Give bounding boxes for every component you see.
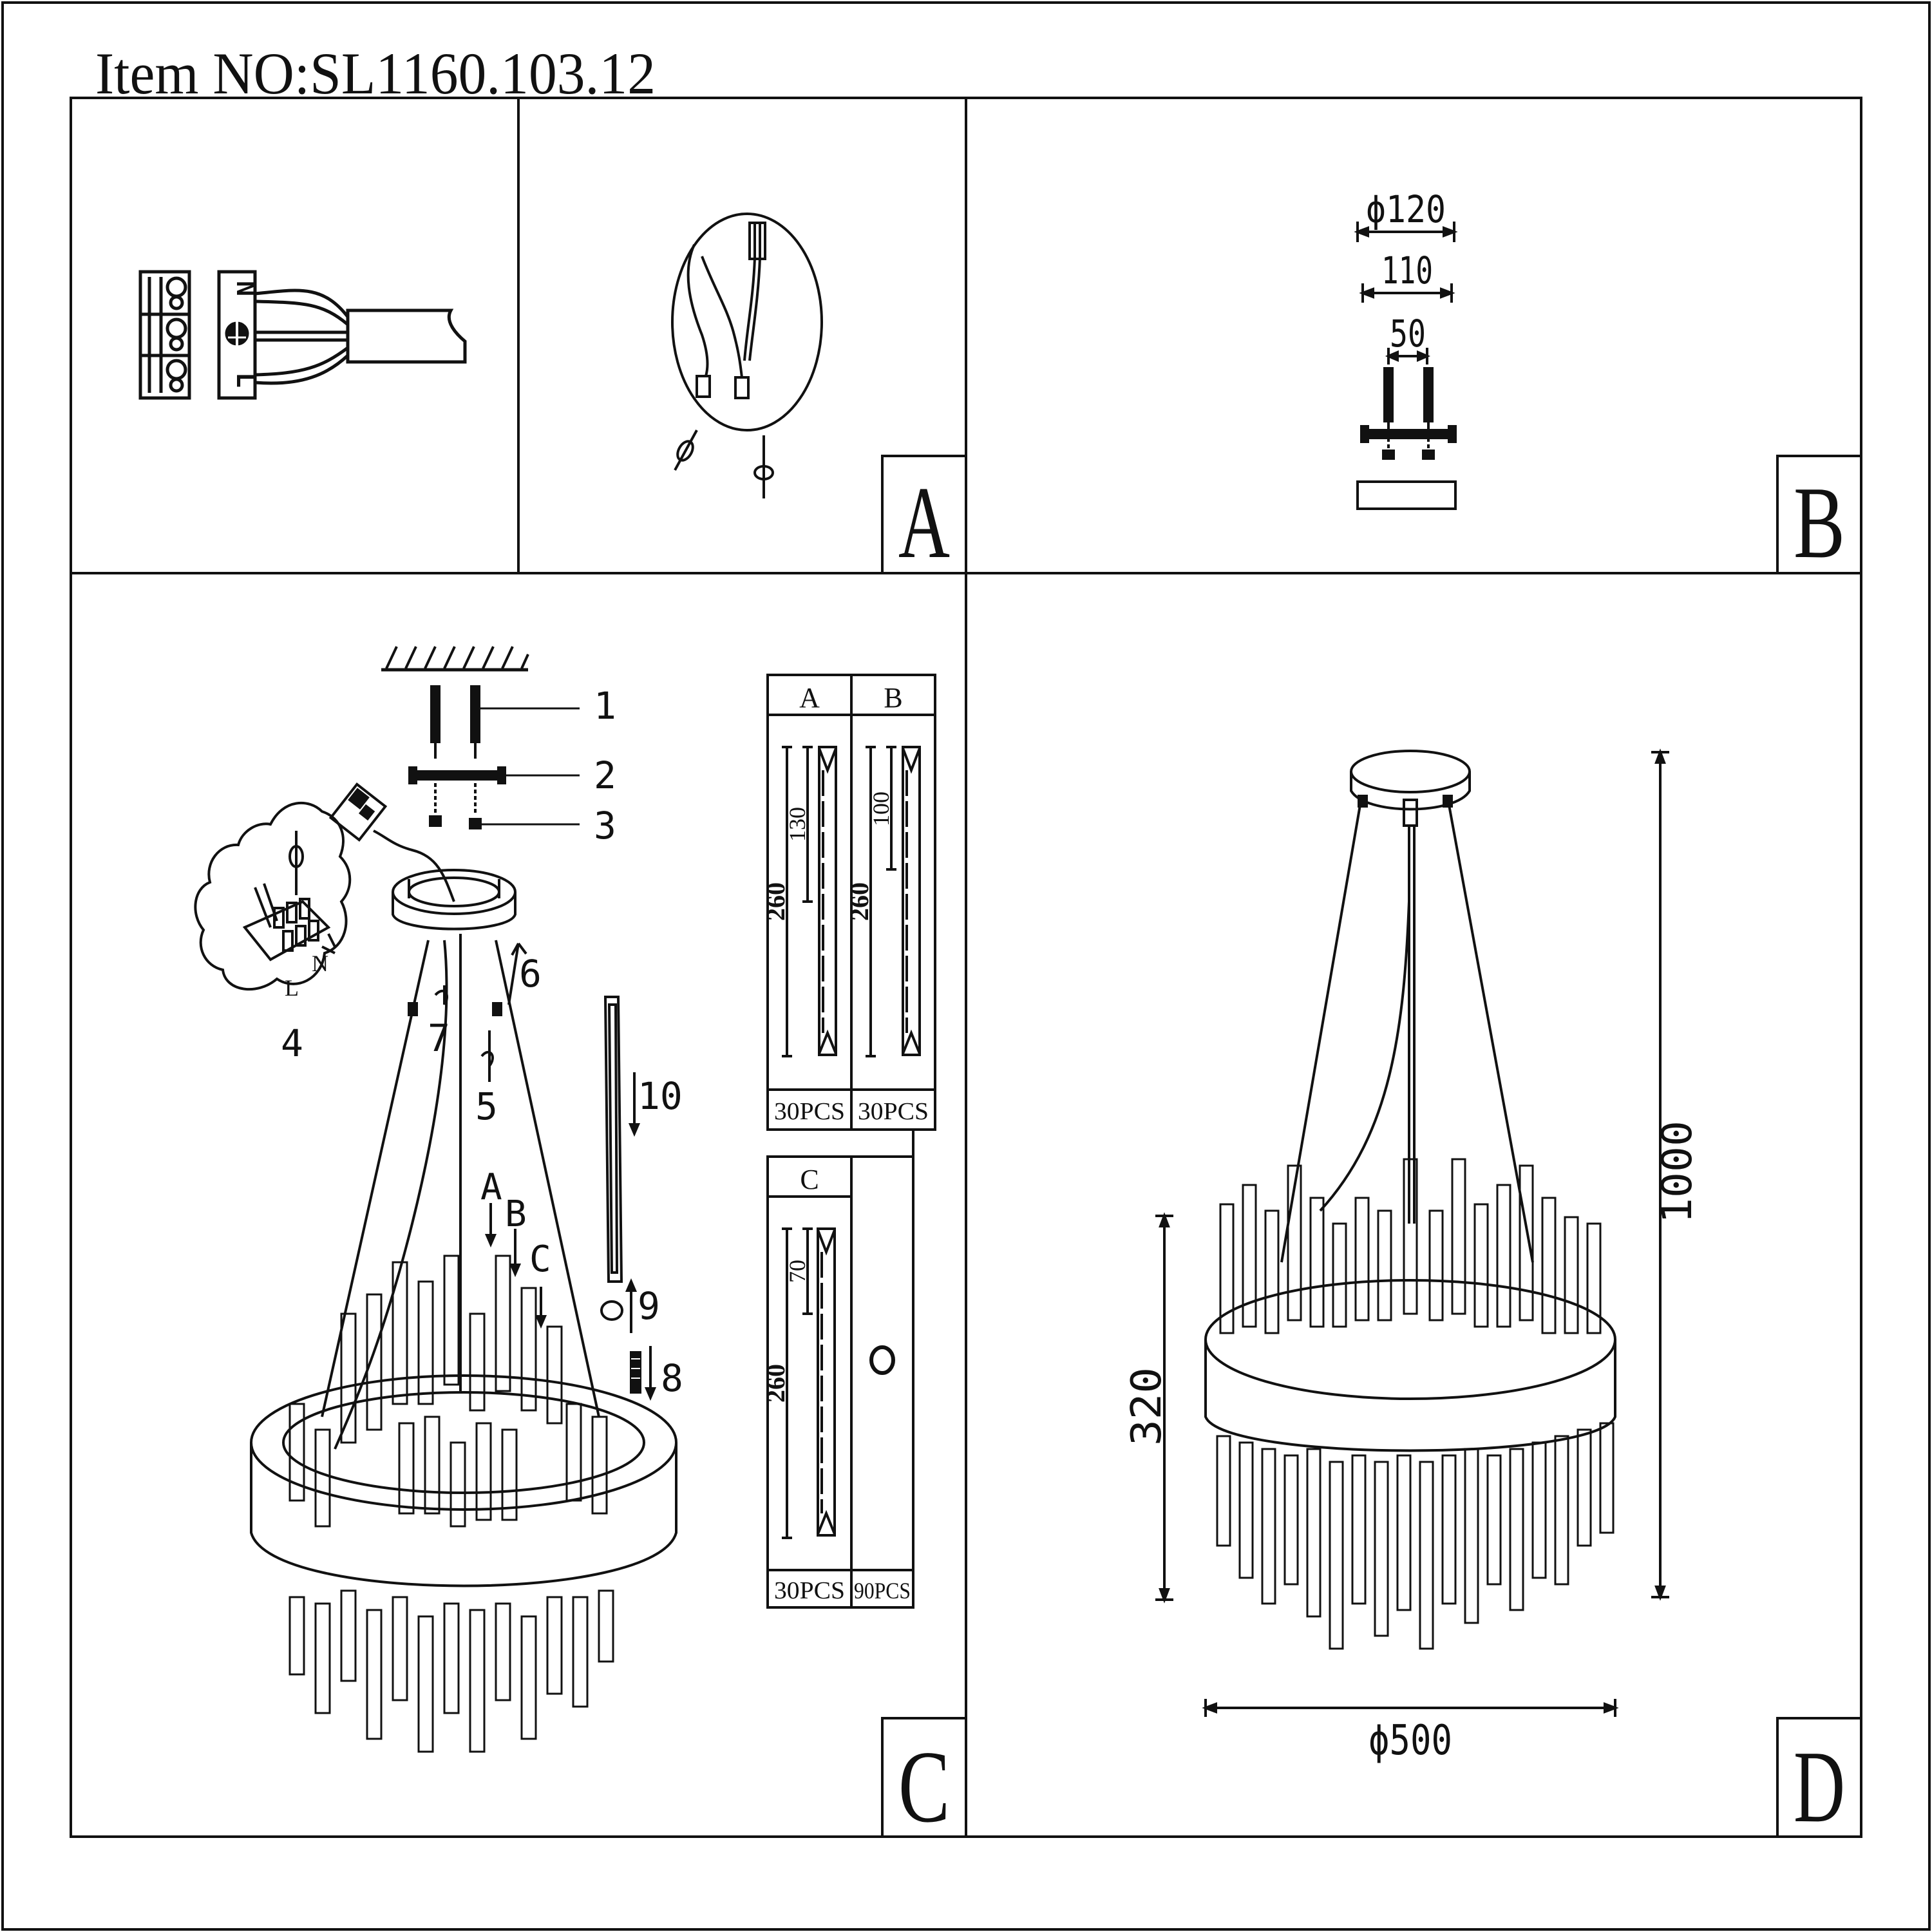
terminal-block-diagram (138, 270, 467, 400)
dim-inner-width: 50 (1390, 312, 1426, 355)
exploded-assembly-diagram (194, 646, 677, 1753)
dim-outer-diameter: ϕ120 (1366, 187, 1446, 231)
crystals-upper (1219, 1158, 1602, 1334)
upper-crystals (289, 1255, 608, 1528)
callout-2: 2 (594, 753, 616, 797)
table-b-long: 260 (845, 882, 874, 921)
panel-letter-a: A (898, 465, 950, 580)
terminal-block-icon (242, 898, 336, 961)
callout-1: 1 (594, 684, 616, 728)
crystal-spec-table (766, 674, 936, 1609)
callout-6: 6 (519, 952, 542, 996)
dim-mid-width: 110 (1381, 249, 1433, 292)
crystal-label-c: C (529, 1238, 551, 1280)
connector-cap-icon (674, 430, 698, 471)
table-a-long: 260 (761, 882, 790, 921)
assembled-fixture-diagram (1155, 748, 1669, 1717)
callout-10: 10 (638, 1074, 683, 1118)
callout-5: 5 (475, 1084, 498, 1128)
panel-letter-b: B (1794, 465, 1845, 580)
table-ring-qty: 90PCS (854, 1578, 911, 1604)
wiring-label-n: N (231, 281, 260, 296)
panel-grid (70, 97, 1862, 1838)
terminal-screws (147, 276, 187, 393)
connector-cap-icon (753, 435, 774, 498)
table-b-short: 100 (868, 791, 894, 826)
callout-9: 9 (638, 1284, 660, 1328)
crystal-label-a: A (480, 1166, 502, 1208)
wire-connector-detail (671, 213, 823, 498)
table-a-qty: 30PCS (774, 1098, 845, 1125)
table-head-c: C (800, 1164, 819, 1195)
earth-ground-icon (225, 321, 249, 348)
wiring-label-l: L (231, 372, 260, 388)
mounting-bracket-diagram (1354, 222, 1458, 510)
callout-8: 8 (661, 1356, 683, 1400)
lower-crystals (289, 1589, 614, 1753)
table-c-qty: 30PCS (774, 1577, 845, 1604)
inset-label-l: L (285, 975, 299, 1001)
table-a-short: 130 (784, 807, 810, 842)
panel-letter-c: C (898, 1729, 950, 1844)
callout-4: 4 (281, 1021, 303, 1065)
crystal-label-b: B (505, 1193, 527, 1235)
table-b-qty: 30PCS (858, 1098, 929, 1125)
callout-7: 7 (428, 1016, 450, 1060)
table-c-short: 70 (784, 1260, 810, 1283)
dim-overall-diameter: ϕ500 (1368, 1717, 1452, 1765)
crystals-lower (1216, 1422, 1615, 1650)
inset-label-n: N (312, 951, 328, 976)
callout-3: 3 (594, 804, 616, 848)
panel-letter-d: D (1794, 1729, 1845, 1844)
table-head-b: B (884, 682, 902, 714)
item-number-title: Item NO:SL1160.103.12 (95, 41, 656, 106)
dim-body-height: 320 (1123, 1367, 1171, 1446)
dim-overall-height: 1000 (1654, 1121, 1701, 1224)
table-c-long: 260 (761, 1364, 790, 1403)
table-head-a: A (799, 682, 820, 714)
